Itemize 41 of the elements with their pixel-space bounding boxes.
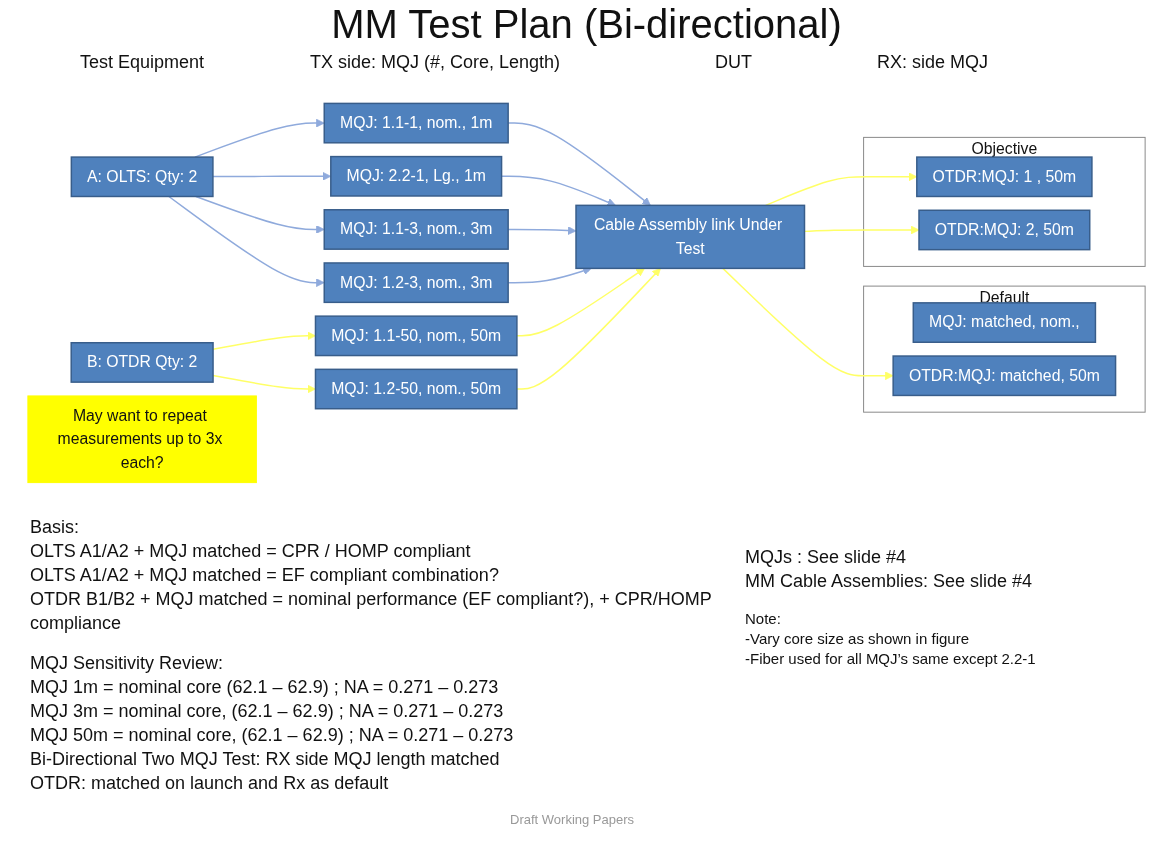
node-box: MQJ: 1.1-1, nom., 1m [323, 102, 509, 144]
node-box: A: OLTS: Qty: 2 [70, 156, 214, 198]
column-heading: TX side: MQJ (#, Core, Length) [310, 52, 561, 73]
arrow [168, 195, 325, 287]
note-text: MQJ 50m = nominal core, (62.1 – 62.9) ; NA = 0.271 – 0.273 [30, 724, 515, 747]
node-box: MQJ: 2.2-1, Lg., 1m [330, 155, 503, 197]
node-box: MQJ: 1.1-50, nom., 50m [314, 315, 518, 357]
note-text: OLTS A1/A2 + MQJ matched = EF compliant combination? [30, 564, 500, 587]
column-heading: Test Equipment [80, 52, 205, 73]
node-box: OTDR:MQJ: 2, 50m [918, 209, 1091, 251]
node-box: MQJ: 1.2-3, nom., 3m [323, 262, 509, 304]
note-text: OTDR B1/B2 + MQJ matched = nominal performance (EF compliant?), + CPR/HOMP compliance [30, 588, 713, 635]
arrow [516, 268, 645, 337]
note-text: -Vary core size as shown in figure [745, 629, 970, 649]
note-text: Bi-Directional Two MQJ Test: RX side MQJ length matched [30, 748, 501, 771]
node-box: Cable Assembly link Under Test [575, 204, 806, 270]
title: MM Test Plan (Bi-directional) [330, 2, 843, 47]
note-text: Note: [745, 609, 782, 629]
arrow [194, 118, 325, 158]
note-text: MM Cable Assemblies: See slide #4 [745, 570, 1034, 593]
note-text: Basis: [30, 516, 81, 539]
note-text: OLTS A1/A2 + MQJ matched = CPR / HOMP compliant [30, 540, 472, 563]
node-box: OTDR:MQJ: matched, 50m [892, 355, 1117, 397]
arrow [722, 267, 894, 381]
node-box: MQJ: matched, nom., [912, 302, 1097, 343]
node-box: B: OTDR Qty: 2 [70, 342, 214, 383]
arrow [516, 268, 661, 390]
node-box: May want to repeat measurements up to 3x each? [27, 395, 257, 484]
arrow [195, 195, 325, 234]
note-text: -Fiber used for all MQJ’s same except 2.2-1 [745, 649, 1037, 669]
node-box: OTDR:MQJ: 1 , 50m [916, 156, 1093, 198]
note-text: MQJ 3m = nominal core, (62.1 – 62.9) ; NA = 0.271 – 0.273 [30, 700, 505, 723]
node-box: MQJ: 1.2-50, nom., 50m [314, 368, 518, 410]
note-text: MQJ Sensitivity Review: [30, 652, 225, 675]
footer-note: Draft Working Papers [510, 812, 635, 827]
note-text: OTDR: matched on launch and Rx as default [30, 772, 390, 795]
column-heading: RX: side MQJ [877, 52, 989, 73]
column-heading: DUT [715, 52, 752, 73]
node-box: MQJ: 1.1-3, nom., 3m [323, 209, 509, 250]
note-text: MQJs : See slide #4 [745, 546, 908, 569]
note-text: MQJ 1m = nominal core (62.1 – 62.9) ; NA = 0.271 – 0.273 [30, 676, 500, 699]
